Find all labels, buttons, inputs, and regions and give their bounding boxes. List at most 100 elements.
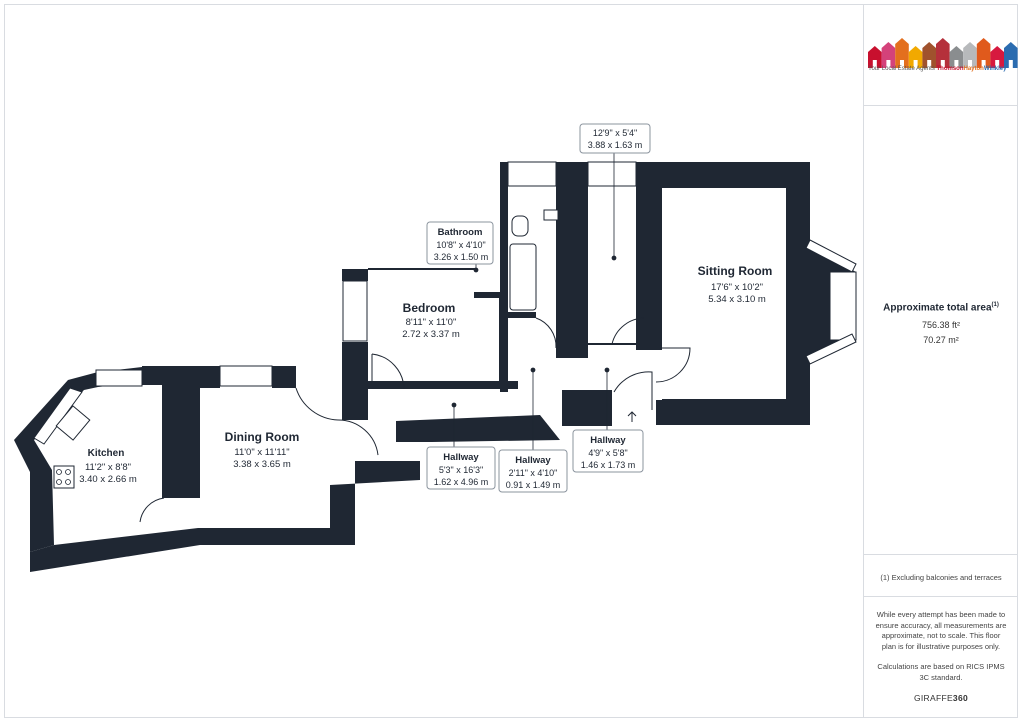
logo-brand-3: Winkley [983,66,1007,72]
wall-bedroom-bottom [368,381,518,389]
door-kitchen [139,497,165,523]
sitting-room-dim-imperial: 17'6" x 10'2" [711,282,763,293]
wall-dining-top [142,366,220,388]
door-bath [535,317,557,349]
disclaimer: While every attempt has been made to ens… [875,610,1007,651]
hallway-2-dim-metric: 0.91 x 1.49 m [506,480,561,490]
hallway-2-name: Hallway [515,455,551,466]
room-top-dim-imperial: 12'9" x 5'4" [593,128,637,138]
wall-bath-right [474,292,502,298]
area-title-text: Approximate total area [883,302,992,314]
bedroom-dim-metric: 2.72 x 3.37 m [402,329,460,340]
logo-brand-1: Thomson [936,66,964,72]
label-box-hallway-3: Hallway 4'9" x 5'8" 1.46 x 1.73 m [572,429,644,473]
logo-tagline: Your Local Estate Agents ThomsonHaytonWi… [868,66,1018,72]
label-box-bathroom: Bathroom 10'8" x 4'10" 3.26 x 1.50 m [426,221,494,265]
logo-tagline-text: Your Local Estate Agents [868,66,935,72]
brand-light: GIRAFFE [913,693,953,703]
logo-house-door [981,60,986,68]
exclusion-note: (1) Excluding balconies and terraces [880,573,1002,582]
floorplan-frame [4,4,1018,718]
hob [53,465,75,489]
door-sitting [654,347,691,383]
bedroom-dim-imperial: 8'11" x 11'0" [406,317,457,328]
door-dining [295,387,339,421]
area-title: Approximate total area(1) [864,302,1018,313]
wall-sitting-top [636,162,810,350]
logo-house-shape [881,42,896,68]
dining-room-dim-metric: 3.38 x 3.65 m [233,459,291,470]
logo-house-shape [990,46,1004,68]
info-panel: Your Local Estate Agents ThomsonHaytonWi… [863,4,1018,718]
giraffe360-brand: GIRAFFE360 [864,693,1018,703]
window-kitchen [95,369,143,387]
panel-divider [864,554,1018,555]
door-central [611,317,647,345]
hallway-3-dim-metric: 1.46 x 1.73 m [581,460,636,470]
window-top-1 [507,161,557,187]
kitchen-dim-metric: 3.40 x 2.66 m [79,474,137,485]
logo-house-door [913,60,918,68]
calculation-note: Calculations are based on RICS IPMS 3C s… [877,662,1005,682]
logo-house-shape [963,42,977,68]
area-ft: 756.38 ft² [921,320,961,330]
hallway-2-dim-imperial: 2'11" x 4'10" [509,468,558,478]
logo-house-shape [895,38,909,68]
panel-divider [864,596,1018,597]
wall-sitting-right [656,246,856,425]
area-footnote-marker: (1) [991,302,999,308]
logo-house-shape [868,46,882,68]
logo-house-door [995,60,1000,68]
entry-arrow-icon [627,411,637,422]
room-top-dim-metric: 3.88 x 1.63 m [588,140,643,150]
wall-central-2 [562,390,612,426]
logo-house-door [968,60,972,68]
bathroom-name: Bathroom [438,227,483,238]
sitting-room-dim-metric: 5.34 x 3.10 m [708,294,766,305]
logo-house-door [927,60,932,68]
wall-kitchen [14,372,98,552]
logo-house-door [900,60,904,68]
wall-sitting-left-low [648,188,662,346]
hob-ring-icon [65,469,71,475]
wall-divider [162,385,200,498]
window-bay-2 [829,271,857,341]
bathtub [509,243,537,311]
logo-house-shape [1004,42,1018,68]
wall-hall [396,415,560,442]
door-hall [337,419,379,456]
door-bedroom [371,353,405,390]
logo-house-door [954,60,959,68]
dining-room-dim-imperial: 11'0" x 11'11" [234,447,289,458]
wall-dining-top-right [272,366,296,388]
window-kitchen-bay [33,387,83,445]
wall-bath-bottom [508,312,536,318]
kitchen-sink [55,405,91,441]
wall-bedroom-left-2 [342,342,368,420]
window-top-2 [587,161,637,187]
window-dining [219,365,273,387]
hallway-1-dim-imperial: 5'3" x 16'3" [439,465,483,475]
label-box-room-top: 12'9" x 5'4" 3.88 x 1.63 m [579,123,651,154]
wall-bath-left [500,162,508,392]
window-bedroom [342,280,368,342]
kitchen-dim-imperial: 11'2" x 8'8" [85,462,131,473]
dining-room-name: Dining Room [225,430,300,444]
wall-central-1 [556,162,588,358]
hallway-3-dim-imperial: 4'9" x 5'8" [588,448,627,458]
wall-south [30,461,420,572]
wall-bedroom-left [342,269,368,281]
logo-house-door [872,60,877,68]
hallway-1-name: Hallway [443,452,479,463]
area-m: 70.27 m² [923,335,959,345]
logo-house-shape [922,42,936,68]
hob-ring-icon [56,469,62,475]
hallway-1-dim-metric: 1.62 x 4.96 m [434,477,489,487]
logo-house-door [940,60,945,68]
logo-house-shape [908,46,923,68]
kitchen-name: Kitchen [88,448,125,459]
bathroom-dim-metric: 3.26 x 1.50 m [434,252,489,262]
panel-divider [864,105,1018,106]
brand-bold: 360 [952,693,969,703]
door-entry [613,371,653,410]
